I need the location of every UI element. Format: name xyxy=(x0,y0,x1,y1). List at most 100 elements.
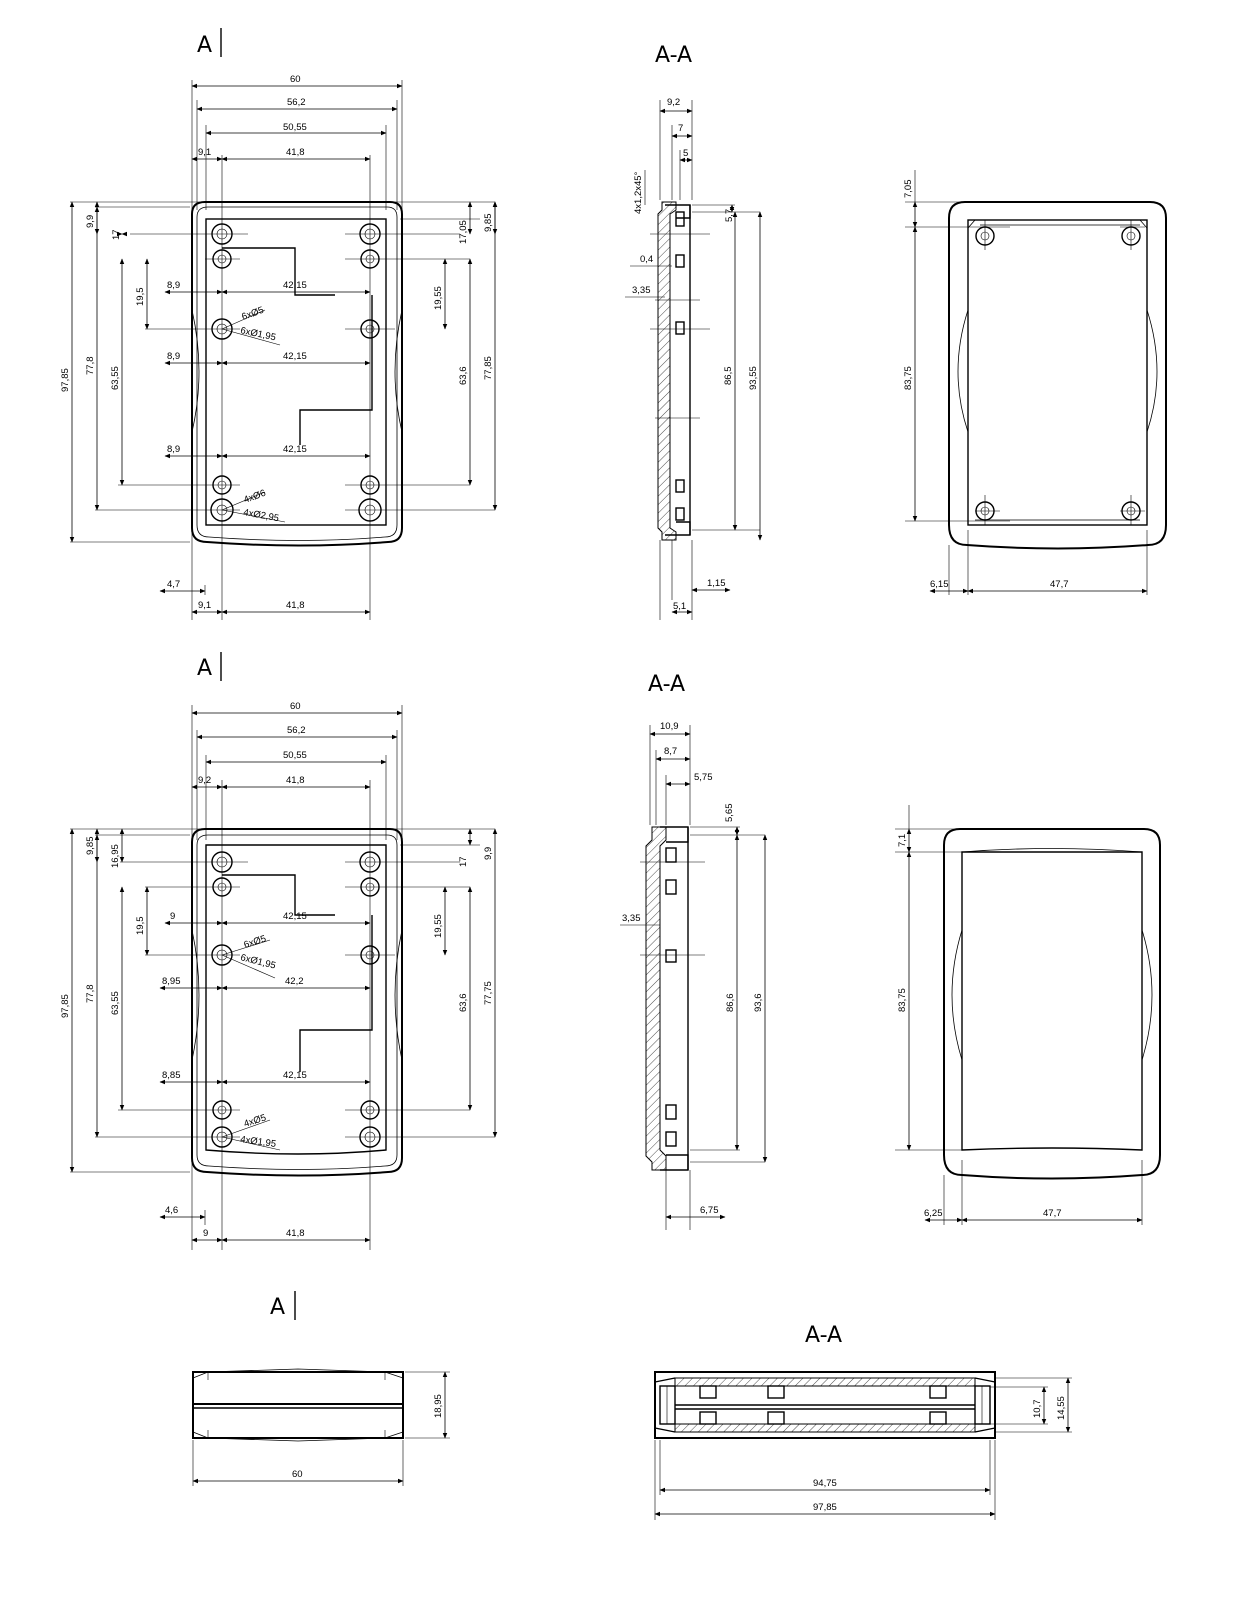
dim-text: 50,55 xyxy=(283,122,307,133)
dim-text: 42,15 xyxy=(283,351,307,362)
dim-text: 9,9 xyxy=(85,215,96,228)
dim-text: 97,85 xyxy=(813,1502,837,1513)
dim-text: 5,65 xyxy=(724,804,735,823)
dim-text: 17,05 xyxy=(458,220,469,244)
dim-text: 16,95 xyxy=(110,844,121,868)
dim-text: 10,7 xyxy=(1032,1400,1043,1419)
plan-view-1: 60 56,2 50,55 9,1 41,8 9,9 17 17,05 9,85… xyxy=(60,74,498,620)
dim-text: 0,4 xyxy=(640,254,653,265)
dim-text: 3,35 xyxy=(622,913,641,924)
dim-text: 63,6 xyxy=(458,367,469,386)
dim-text: 41,8 xyxy=(286,1228,305,1239)
hole-callout: 4xØ5 xyxy=(243,1112,268,1129)
dim-text: 8,85 xyxy=(162,1070,181,1081)
dim-text: 63,55 xyxy=(110,991,121,1015)
side-view-bottom: 18,95 60 xyxy=(192,1368,450,1486)
dim-text: 9 xyxy=(170,911,175,922)
hole-callout: 4xØ1,95 xyxy=(240,1134,277,1150)
dim-text: 86,5 xyxy=(723,367,734,386)
dim-text: 7 xyxy=(678,123,683,134)
dim-text: 5,1 xyxy=(673,601,686,612)
dim-text: 9,1 xyxy=(198,600,211,611)
dim-text: 8,7 xyxy=(664,746,677,757)
dim-text: 19,5 xyxy=(135,288,146,307)
dim-text: 19,5 xyxy=(135,917,146,936)
dim-text: 19,55 xyxy=(433,286,444,310)
section-labels: A A-A A A-A A A-A xyxy=(197,28,842,1348)
dim-text: 9 xyxy=(203,1228,208,1239)
section-label-a3: A xyxy=(270,1295,285,1320)
dim-text: 93,6 xyxy=(753,994,764,1013)
section-view-2: 10,9 8,7 5,75 5,65 3,35 86,6 93,6 6,75 xyxy=(620,721,768,1230)
dim-text: 47,7 xyxy=(1050,579,1069,590)
dim-text: 14,55 xyxy=(1056,1396,1067,1420)
hole-callout: 4xØ6 xyxy=(242,488,267,506)
dim-text: 56,2 xyxy=(287,97,306,108)
dim-text: 5,7 xyxy=(724,209,735,222)
hole-callout: 6xØ1,95 xyxy=(239,325,276,343)
dim-text: 60 xyxy=(292,1469,303,1480)
dim-text: 41,8 xyxy=(286,775,305,786)
dim-text: 6,15 xyxy=(930,579,949,590)
dim-text: 97,85 xyxy=(60,368,71,392)
dim-text: 4,7 xyxy=(167,579,180,590)
hole-callout: 6xØ5 xyxy=(243,933,268,950)
hole-callout: 6xØ1,95 xyxy=(239,952,277,971)
front-view-1: 7,05 83,75 6,15 47,7 xyxy=(903,170,1167,595)
dim-text: 63,6 xyxy=(458,994,469,1013)
bosses-1 xyxy=(210,223,382,522)
dim-text: 77,8 xyxy=(85,985,96,1004)
dim-text: 41,8 xyxy=(286,147,305,158)
dim-text: 60 xyxy=(290,701,301,712)
dim-text: 9,2 xyxy=(198,775,211,786)
plan-view-2: 60 56,2 50,55 9,2 41,8 9,85 16,95 17 9,9… xyxy=(60,701,498,1250)
dim-text: 4,6 xyxy=(165,1205,178,1216)
dim-text: 6,25 xyxy=(924,1208,943,1219)
front-view-2: 7,1 83,75 6,25 47,7 xyxy=(895,805,1161,1225)
section-view-bottom: 10,7 14,55 94,75 97,85 xyxy=(654,1371,1072,1520)
dim-text: 97,85 xyxy=(60,994,71,1018)
chamfer-note: 4x1,2x45° xyxy=(633,171,644,214)
dim-text: 42,15 xyxy=(283,911,307,922)
dim-text: 7,1 xyxy=(897,834,908,847)
dim-text: 50,55 xyxy=(283,750,307,761)
dim-text: 8,9 xyxy=(167,280,180,291)
dim-text: 9,85 xyxy=(483,214,494,233)
section-label-a2: A xyxy=(197,656,212,681)
dim-text: 77,85 xyxy=(483,356,494,380)
dim-text: 9,1 xyxy=(198,147,211,158)
section-view-1: 9,2 7 5 4x1,2x45° 5,7 0,4 3,35 86,5 93,5… xyxy=(625,97,763,620)
section-label-aa1: A-A xyxy=(655,43,692,68)
dim-text: 94,75 xyxy=(813,1478,837,1489)
dim-text: 7,05 xyxy=(903,180,914,199)
section-label-aa3: A-A xyxy=(805,1323,842,1348)
dim-text: 5,75 xyxy=(694,772,713,783)
dim-text: 8,9 xyxy=(167,351,180,362)
dim-text: 56,2 xyxy=(287,725,306,736)
dim-text: 93,55 xyxy=(748,366,759,390)
dim-text: 9,2 xyxy=(667,97,680,108)
dim-text: 10,9 xyxy=(660,721,679,732)
dim-text: 42,15 xyxy=(283,1070,307,1081)
dim-text: 19,55 xyxy=(433,914,444,938)
dim-text: 17 xyxy=(458,856,469,867)
dim-text: 47,7 xyxy=(1043,1208,1062,1219)
dim-text: 1,15 xyxy=(707,578,726,589)
dim-text: 83,75 xyxy=(903,366,914,390)
dim-text: 83,75 xyxy=(897,988,908,1012)
dim-text: 9,85 xyxy=(85,837,96,856)
hole-callout: 6xØ5 xyxy=(240,305,265,323)
dim-text: 60 xyxy=(290,74,301,85)
dim-text: 6,75 xyxy=(700,1205,719,1216)
dim-text: 42,15 xyxy=(283,444,307,455)
bosses-2 xyxy=(211,851,381,1148)
dim-text: 8,95 xyxy=(162,976,181,987)
section-label-a1: A xyxy=(197,33,212,58)
dim-text: 5 xyxy=(683,148,688,159)
section-label-aa2: A-A xyxy=(648,672,685,697)
hole-callout: 4xØ2,95 xyxy=(242,507,279,524)
dim-text: 77,8 xyxy=(85,357,96,376)
dim-text: 9,9 xyxy=(483,847,494,860)
dim-text: 63,55 xyxy=(110,366,121,390)
